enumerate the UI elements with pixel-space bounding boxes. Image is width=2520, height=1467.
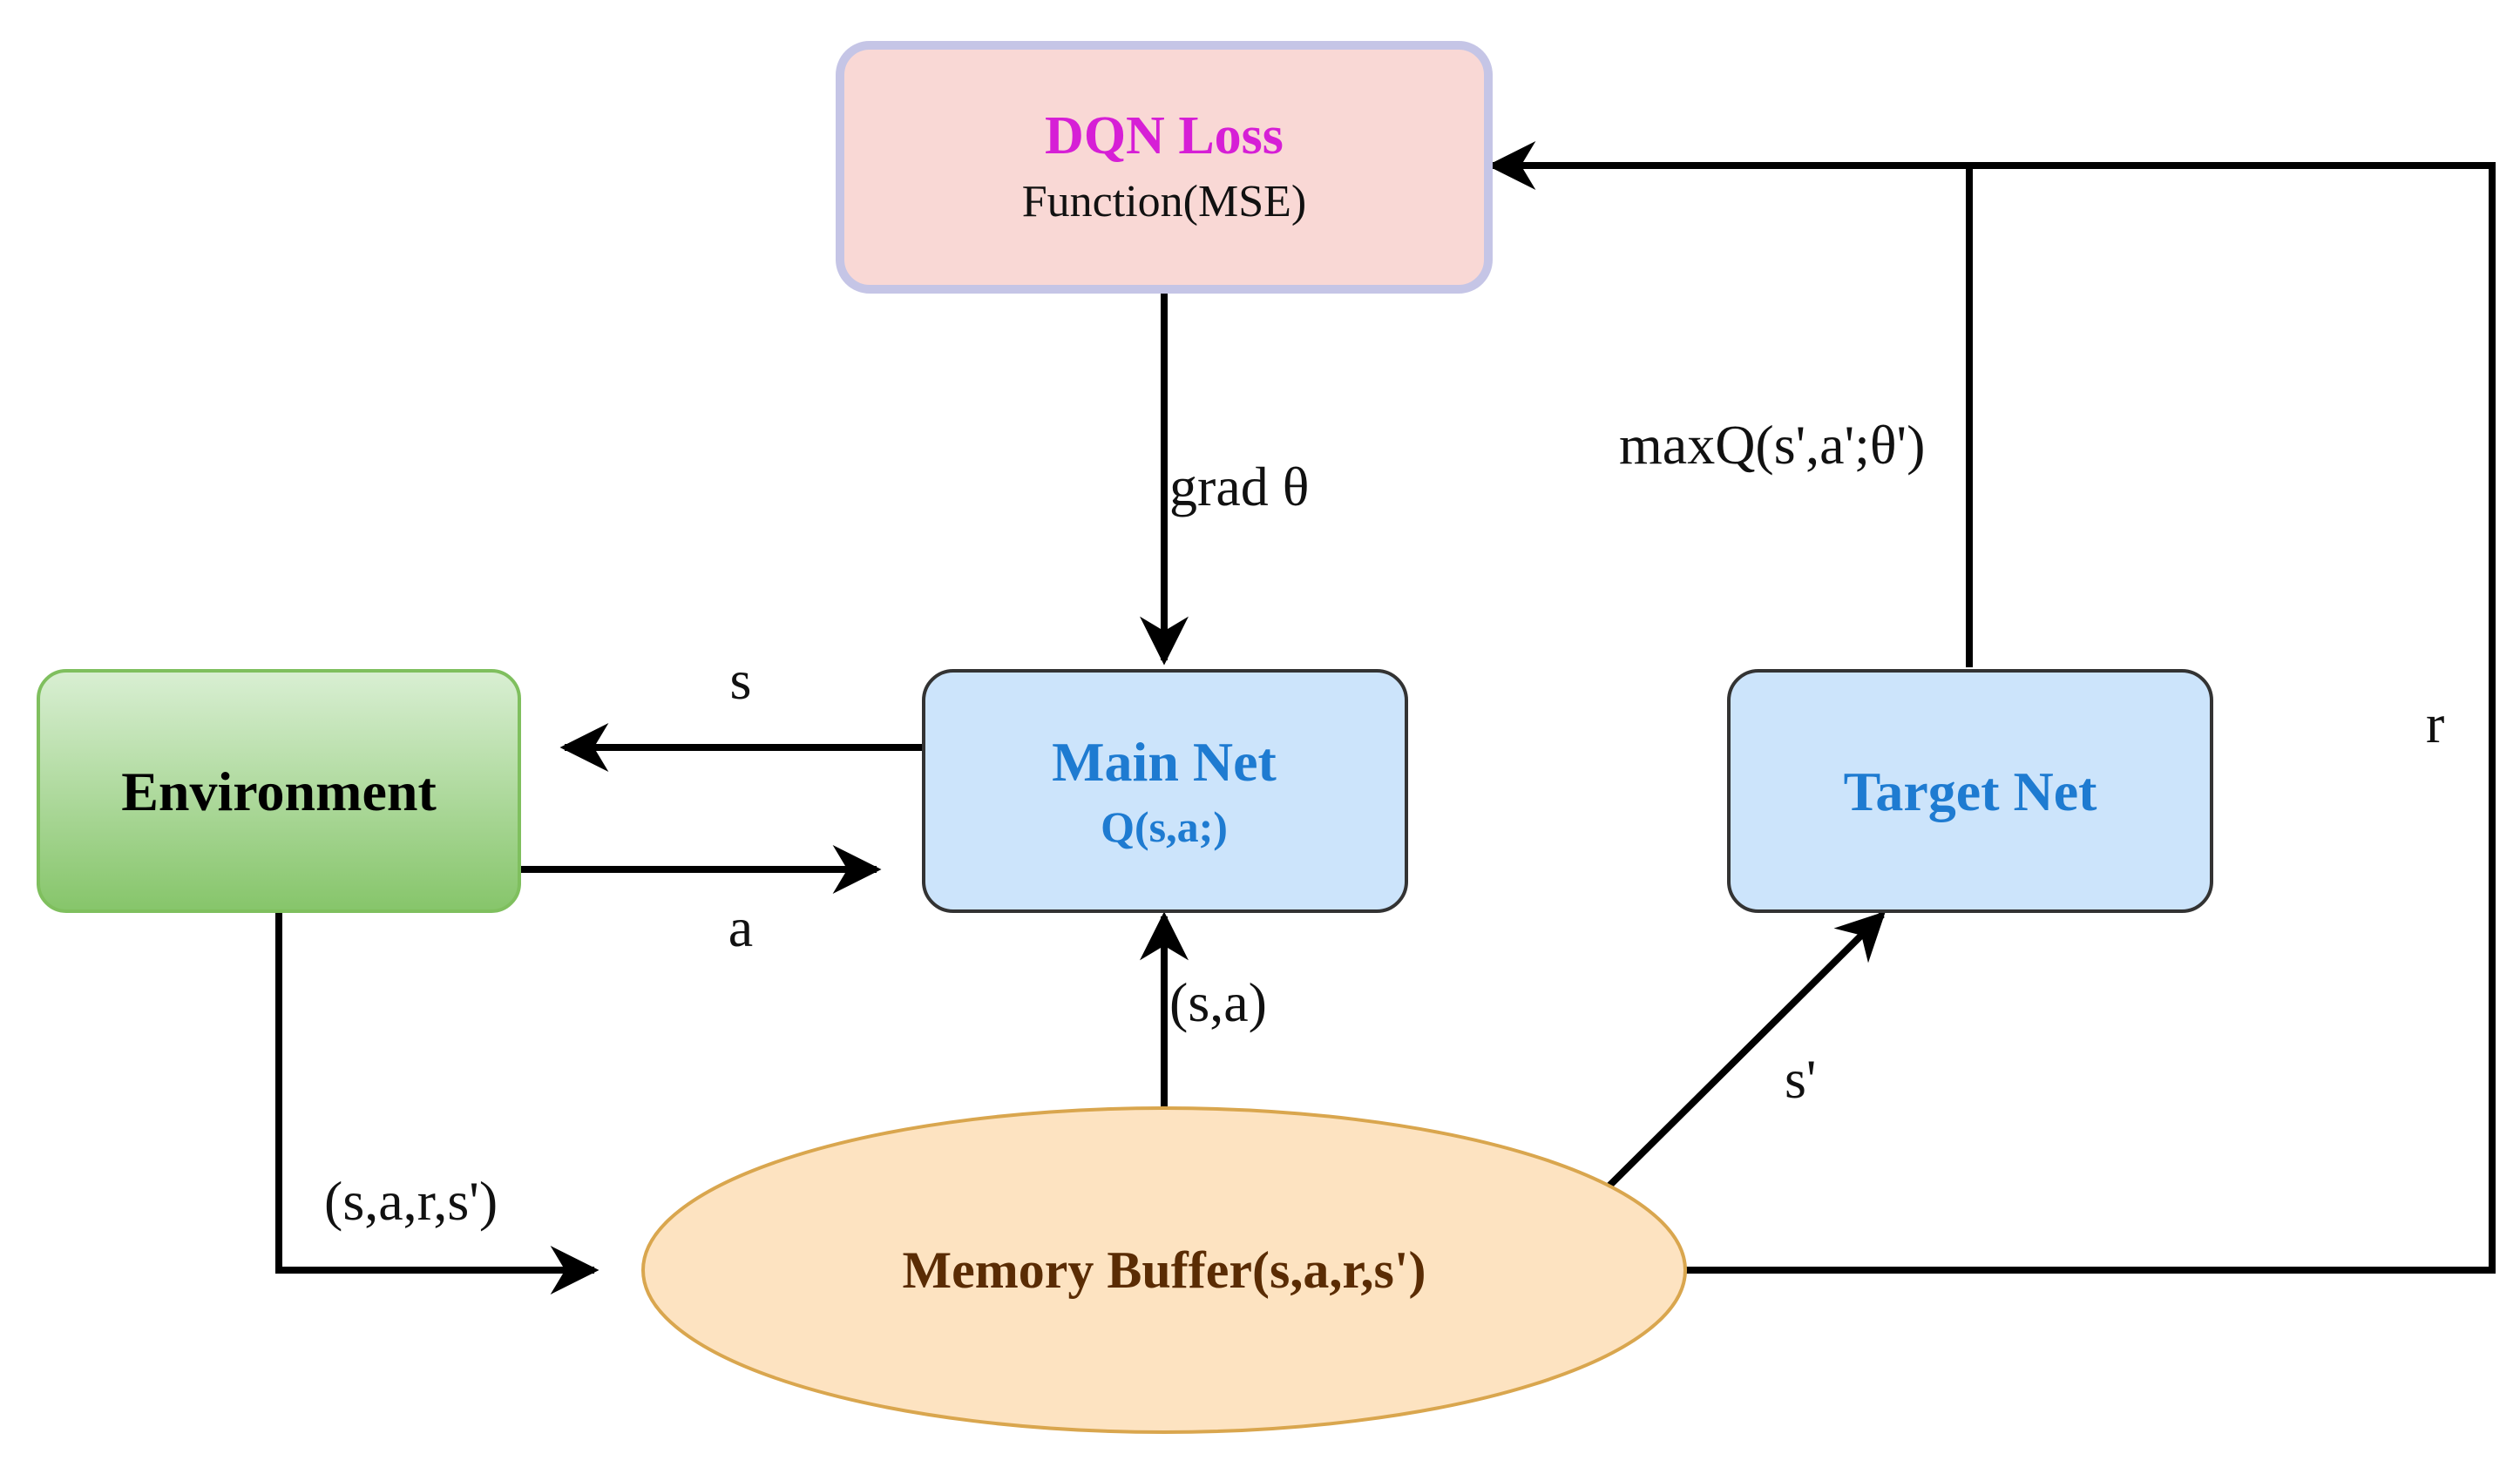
label-sample: (s,a) <box>1169 971 1267 1033</box>
environment-node: Environment <box>37 669 521 913</box>
edge-transition <box>275 911 600 1295</box>
label-transition: (s,a,r,s') <box>324 1170 498 1232</box>
loss-node: DQN Loss Function(MSE) <box>836 41 1493 294</box>
label-grad: grad θ <box>1169 456 1309 517</box>
main-net-subtitle: Q(s,a;) <box>1101 802 1228 851</box>
loss-subtitle: Function(MSE) <box>1022 177 1306 226</box>
label-state: s <box>730 649 752 711</box>
label-maxq: maxQ(s',a';θ') <box>1619 414 1925 476</box>
memory-buffer-title: Memory Buffer(s,a,r,s') <box>903 1241 1426 1299</box>
main-net-node: Main Net Q(s,a;) <box>922 669 1408 913</box>
label-next-state: s' <box>1785 1048 1816 1110</box>
target-net-node: Target Net <box>1727 669 2213 913</box>
main-net-title: Main Net <box>1052 731 1277 793</box>
loss-title: DQN Loss <box>1045 106 1284 166</box>
edge-reward <box>1495 162 2496 1274</box>
environment-title: Environment <box>121 761 437 822</box>
label-action: a <box>728 896 753 958</box>
memory-buffer-node: Memory Buffer(s,a,r,s') <box>641 1106 1687 1434</box>
edge-next-state <box>1602 911 1886 1193</box>
label-reward: r <box>2426 693 2444 754</box>
target-net-title: Target Net <box>1844 761 2098 822</box>
